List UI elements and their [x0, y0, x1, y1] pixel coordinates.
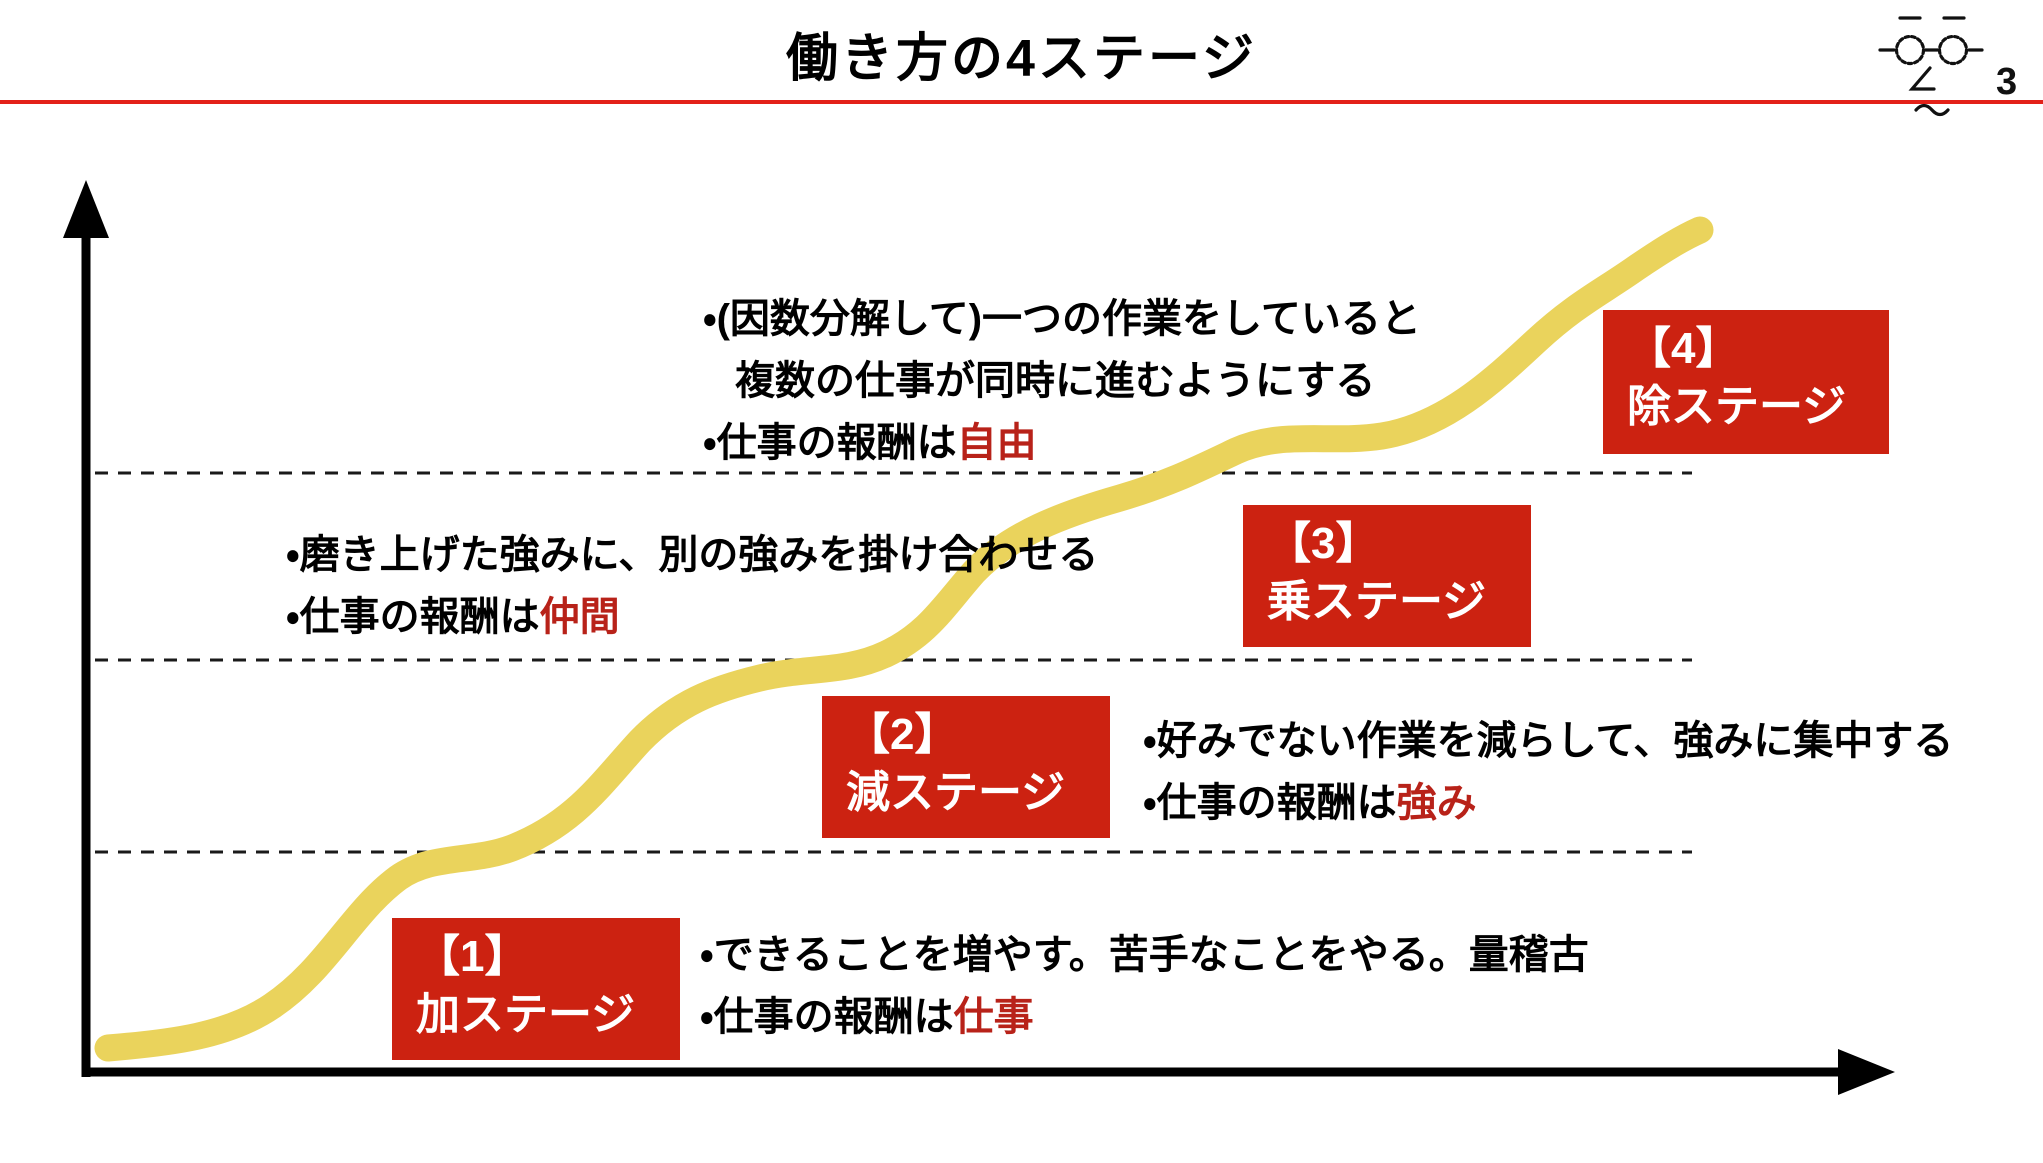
- stage-4-name: 除ステージ: [1627, 382, 1847, 432]
- stage-3-number: 【3】: [1267, 519, 1380, 568]
- doodle-nose: [1908, 66, 1936, 91]
- bullet-line: ・できることを増やす。苦手なことをやる。量稽古: [700, 933, 1589, 977]
- reward-line: ・仕事の報酬は自由: [703, 412, 1421, 474]
- stage-4-box: 【4】 除ステージ: [1603, 310, 1889, 454]
- reward-word: 自由: [956, 421, 1037, 465]
- stage-4-description: ・(因数分解して)一つの作業をしていると 複数の仕事が同時に進むようにする ・仕…: [703, 288, 1421, 474]
- stage-2-description: ・好みでない作業を減らして、強みに集中する ・仕事の報酬は強み: [1143, 710, 1953, 834]
- reward-prefix: ・仕事の報酬は: [703, 421, 957, 465]
- page-title: 働き方の4ステージ: [786, 30, 1257, 88]
- reward-prefix: ・仕事の報酬は: [1143, 781, 1397, 825]
- stage-3-name: 乗ステージ: [1267, 577, 1487, 627]
- stage-1-box: 【1】 加ステージ: [392, 918, 680, 1060]
- stage-1-description: ・できることを増やす。苦手なことをやる。量稽古 ・仕事の報酬は仕事: [700, 924, 1589, 1048]
- stage-3-description: ・磨き上げた強みに、別の強みを掛け合わせる ・仕事の報酬は仲間: [286, 524, 1098, 648]
- doodle-face-icon: 3: [1878, 16, 2017, 117]
- doodle-mouth: [1914, 103, 1950, 117]
- reward-word: 強み: [1396, 781, 1477, 825]
- bullet-line: ・磨き上げた強みに、別の強みを掛け合わせる: [286, 533, 1099, 577]
- reward-prefix: ・仕事の報酬は: [700, 995, 954, 1039]
- doodle-glasses-lens-right: [1937, 34, 1969, 66]
- bullet-line-continuation: 複数の仕事が同時に進むようにする: [735, 359, 1376, 403]
- stage-2-name: 減ステージ: [846, 768, 1066, 818]
- reward-word: 仲間: [539, 595, 620, 639]
- stage-4-number: 【4】: [1627, 324, 1740, 373]
- stage-2-number: 【2】: [846, 710, 959, 759]
- bullet-line: ・好みでない作業を減らして、強みに集中する: [1143, 719, 1954, 763]
- bullet-line: ・(因数分解して)一つの作業をしていると: [703, 297, 1421, 341]
- reward-line: ・仕事の報酬は強み: [1143, 772, 1953, 834]
- stage-3-box: 【3】 乗ステージ: [1243, 505, 1531, 647]
- reward-line: ・仕事の報酬は仲間: [286, 586, 1098, 648]
- stage-1-name: 加ステージ: [416, 990, 636, 1040]
- y-axis-arrowhead: [63, 180, 109, 238]
- stage-1-number: 【1】: [416, 932, 529, 981]
- growth-curve-path: [94, 216, 1714, 1062]
- title-underline: [0, 100, 2043, 104]
- doodle-number: 3: [1996, 61, 2017, 103]
- stage-2-box: 【2】 減ステージ: [822, 696, 1110, 838]
- reward-prefix: ・仕事の報酬は: [286, 595, 540, 639]
- reward-word: 仕事: [953, 995, 1034, 1039]
- x-axis-arrowhead: [1838, 1049, 1895, 1095]
- reward-line: ・仕事の報酬は仕事: [700, 986, 1589, 1048]
